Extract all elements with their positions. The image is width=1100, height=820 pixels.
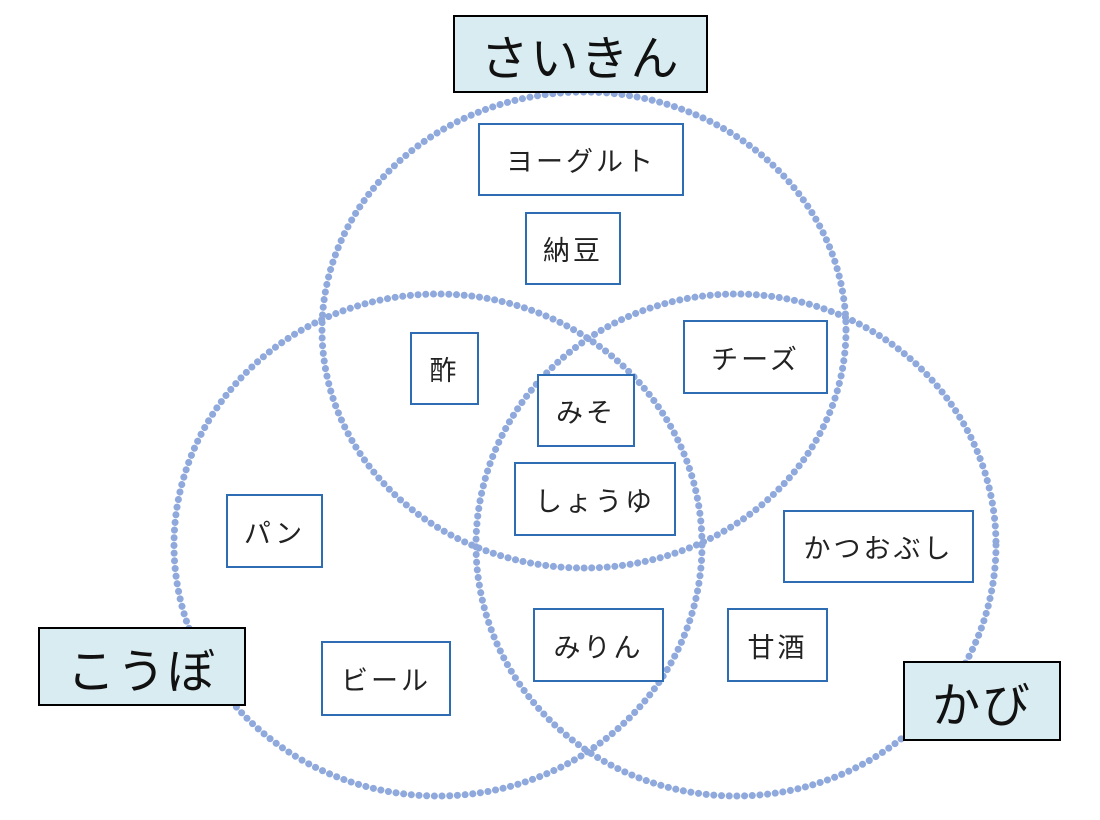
- item-soy-sauce: しょうゆ: [514, 462, 676, 536]
- item-beer: ビール: [321, 641, 451, 716]
- item-mirin: みりん: [533, 608, 664, 682]
- item-cheese: チーズ: [683, 320, 828, 394]
- item-miso: みそ: [537, 374, 635, 447]
- bacteria-label: さいきん: [453, 15, 708, 93]
- mold-label: かび: [903, 661, 1061, 741]
- item-bread: パン: [226, 494, 323, 568]
- item-katsuobushi: かつおぶし: [783, 510, 974, 583]
- yeast-label: こうぼ: [38, 627, 246, 706]
- item-yogurt: ヨーグルト: [478, 123, 684, 196]
- item-amazake: 甘酒: [727, 608, 828, 682]
- item-natto: 納豆: [525, 212, 621, 285]
- yeast-circle: [170, 290, 706, 800]
- item-vinegar: 酢: [410, 332, 479, 405]
- mold-circle: [472, 290, 1000, 800]
